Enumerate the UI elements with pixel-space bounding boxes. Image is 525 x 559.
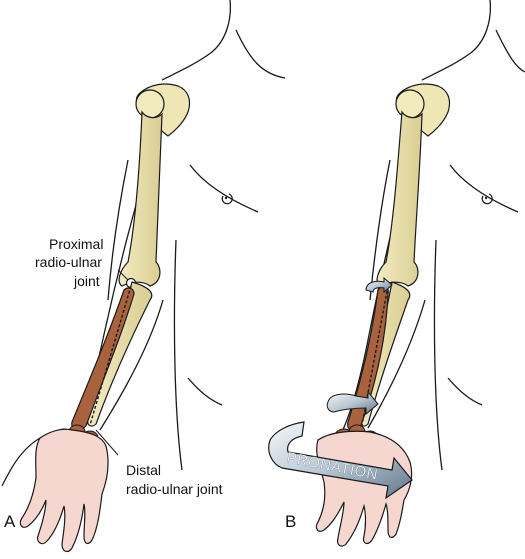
wrist-outline-a [1,437,41,487]
distal-label-line2: radio-ulnar joint [126,481,223,497]
radius-a [71,287,135,431]
forearm-rotation-arrow [326,390,379,416]
body-outline-a [161,0,286,81]
hand-b [315,430,413,547]
torso-outline-a [74,87,259,471]
panel-a [1,0,286,553]
body-outline-b [421,0,525,81]
humerus-b [376,110,423,287]
panel-letter-b: B [285,512,297,531]
humerus-a [118,110,163,287]
torso-outline-b [341,87,519,471]
proximal-leader-line [117,269,129,281]
distal-label-line1: Distal [126,462,162,478]
panel-b: PRONATION [268,0,525,547]
elbow-rotation-arrow [365,276,393,294]
proximal-label-line1: Proximal [49,236,104,252]
nipple-a [221,193,233,205]
humeral-head-a [135,89,165,119]
proximal-label-line3: joint [74,273,100,289]
nipple-b [481,193,493,205]
forearm-outline-a [99,159,164,431]
pronation-arrow [268,421,413,500]
rotation-axis-a [89,285,132,426]
hand-a [19,428,109,553]
distal-leader-line [95,429,119,456]
humeral-head-b [395,89,425,119]
proximal-label-line2: radio-ulnar [35,254,102,270]
panel-letter-a: A [4,512,16,531]
